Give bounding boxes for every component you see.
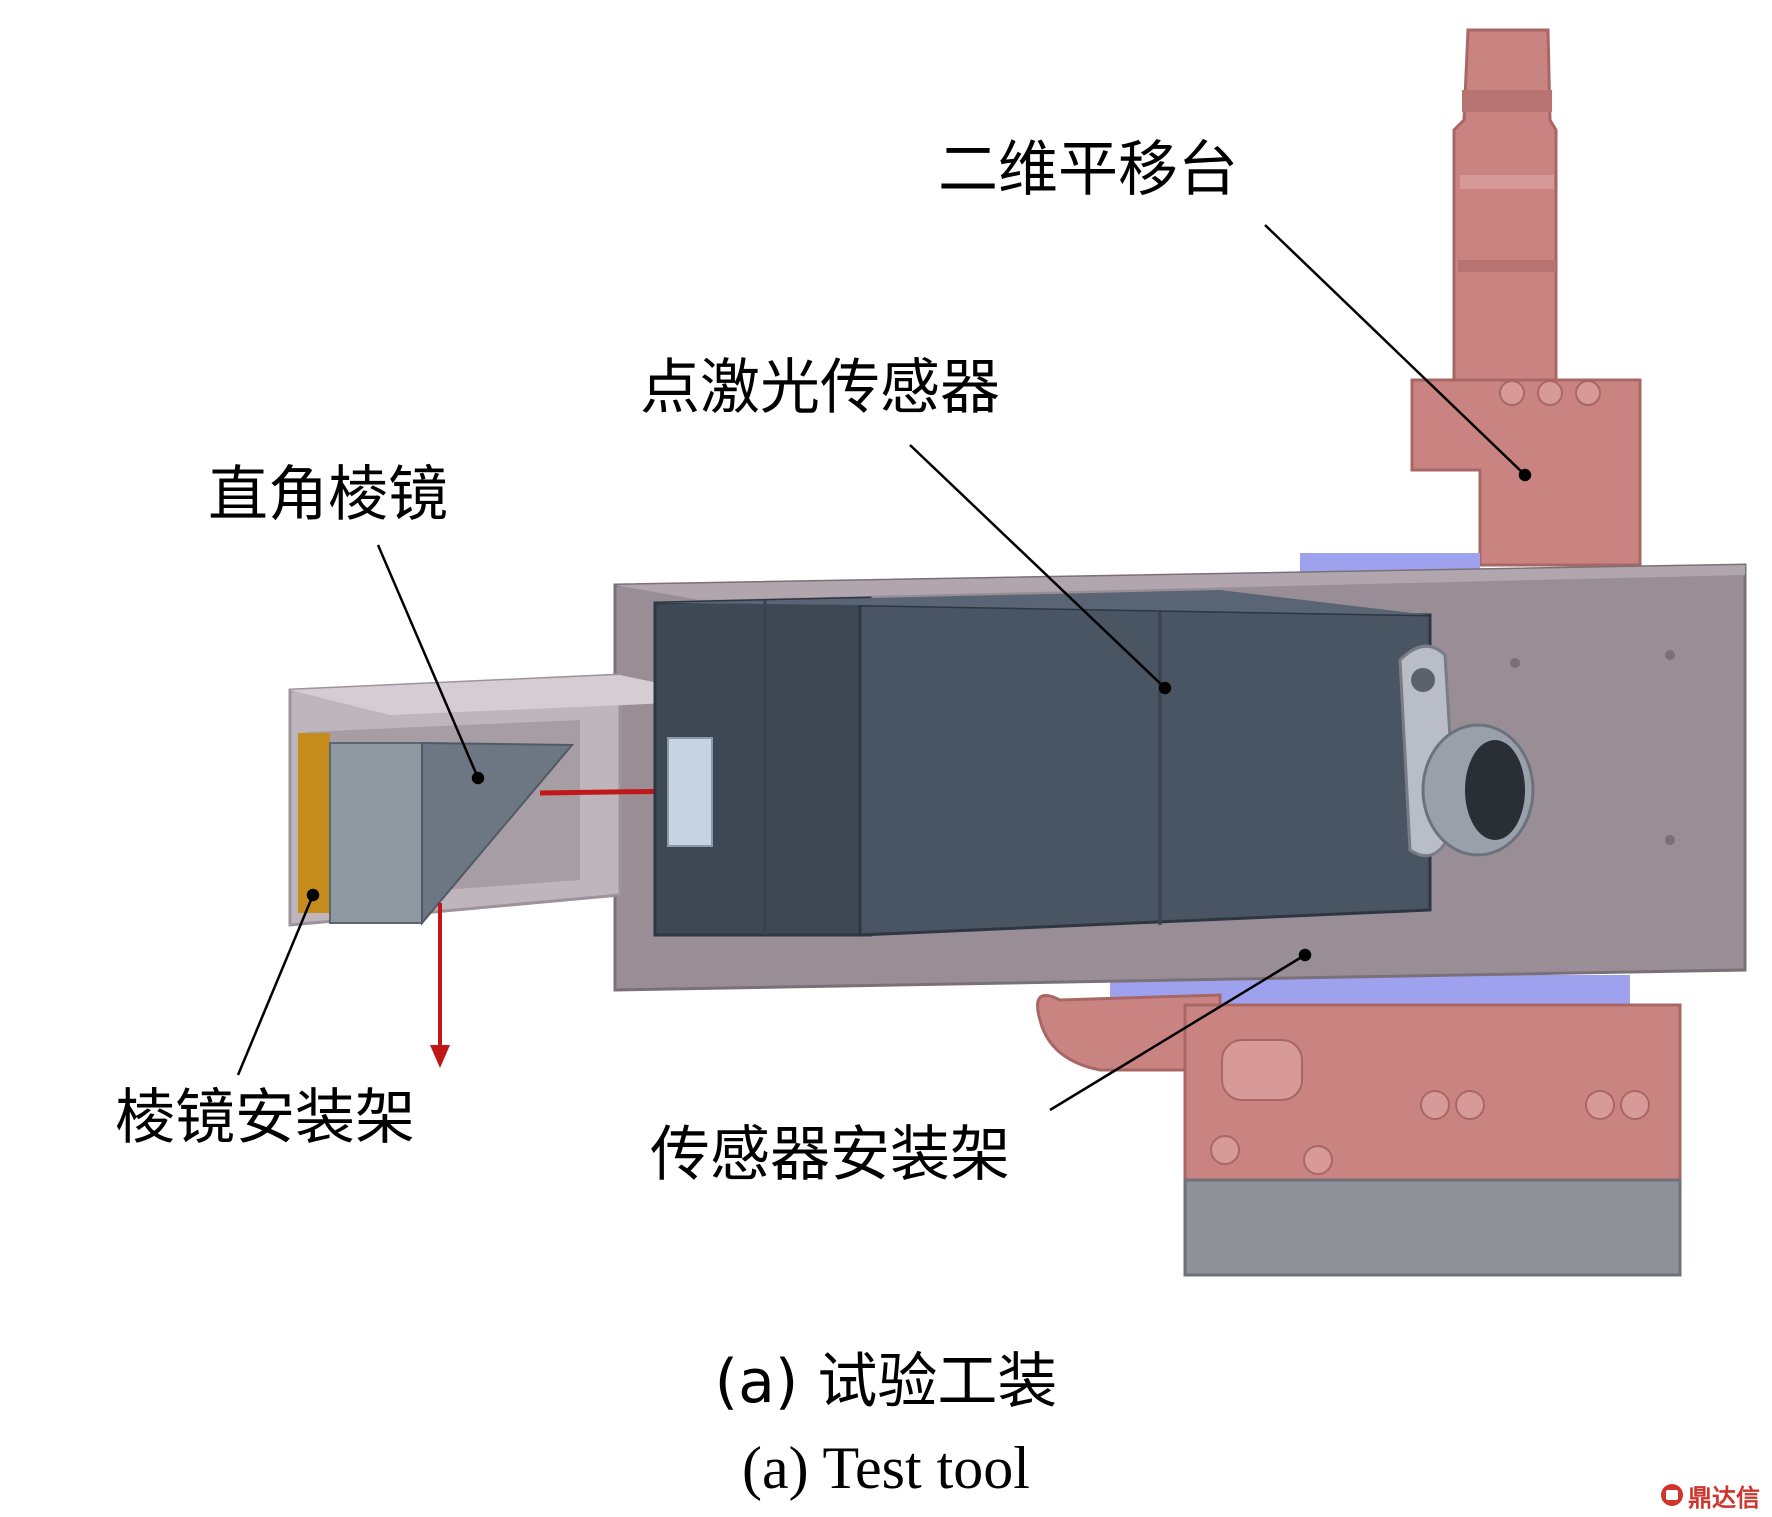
bottom-screw bbox=[1303, 1145, 1333, 1175]
bottom-knob bbox=[1036, 993, 1222, 1072]
micrometer-ring bbox=[1458, 260, 1556, 272]
caption-zh: (a) 试验工装 bbox=[714, 1347, 1058, 1417]
bottom-stage-knob bbox=[1221, 1039, 1303, 1101]
leader-line-sensor-mount bbox=[1049, 953, 1306, 1112]
sensor-window bbox=[667, 737, 713, 847]
sensor-main-body bbox=[858, 603, 1432, 937]
label-right-angle-prism: 直角棱镜 bbox=[208, 460, 448, 530]
leader-line-stage bbox=[1264, 224, 1526, 476]
bottom-screw bbox=[1455, 1090, 1485, 1120]
prism-face-front bbox=[329, 742, 423, 924]
prism-mount-top bbox=[290, 675, 740, 715]
watermark-logo-icon bbox=[1661, 1484, 1683, 1506]
leader-dot-prism bbox=[471, 771, 485, 785]
mount-hole bbox=[1665, 835, 1675, 845]
mount-hole bbox=[1665, 650, 1675, 660]
laser-sensor bbox=[653, 590, 1535, 937]
leader-dot-sensor bbox=[1158, 681, 1172, 695]
stage-screw bbox=[1537, 380, 1563, 406]
leader-dot-prism-mount bbox=[306, 888, 320, 902]
sensor-connector-face bbox=[1465, 740, 1525, 840]
bottom-screw bbox=[1585, 1090, 1615, 1120]
laser-arrow-head bbox=[430, 1045, 450, 1068]
label-laser-sensor: 点激光传感器 bbox=[640, 353, 1000, 423]
sensor-mount-top-face bbox=[615, 565, 1745, 600]
micrometer-ring bbox=[1462, 90, 1552, 112]
sensor-top-face bbox=[655, 590, 1430, 615]
leader-dot-sensor-mount bbox=[1298, 948, 1312, 962]
bottom-screw bbox=[1420, 1090, 1450, 1120]
right-angle-prism bbox=[298, 733, 575, 926]
label-prism-mount: 棱镜安装架 bbox=[115, 1083, 415, 1153]
prism-face-hypotenuse bbox=[421, 741, 575, 926]
label-sensor-mount: 传感器安装架 bbox=[650, 1120, 1010, 1190]
bracket-hole bbox=[1411, 668, 1435, 692]
bottom-screw bbox=[1210, 1135, 1240, 1165]
leader-dot-stage bbox=[1518, 468, 1532, 482]
leader-line-prism-mount bbox=[236, 894, 315, 1076]
bottom-stage bbox=[1036, 993, 1682, 1277]
leader-lines bbox=[236, 224, 1532, 1112]
micrometer-post bbox=[1452, 28, 1558, 402]
mount-hole bbox=[1510, 658, 1520, 668]
micrometer-ring bbox=[1460, 175, 1554, 189]
caption-en: (a) Test tool bbox=[742, 1435, 1030, 1501]
amber-plate bbox=[298, 733, 330, 913]
stage-screw bbox=[1499, 380, 1525, 406]
leader-line-prism bbox=[376, 544, 480, 779]
translation-stage bbox=[1410, 28, 1642, 567]
base-plate bbox=[1183, 1178, 1682, 1277]
bottom-screw bbox=[1620, 1090, 1650, 1120]
stage-screw bbox=[1575, 380, 1601, 406]
label-translation-stage: 二维平移台 bbox=[938, 135, 1238, 205]
leader-line-sensor bbox=[909, 444, 1166, 689]
watermark-text: 鼎达信 bbox=[1688, 1483, 1760, 1512]
watermark: 鼎达信 bbox=[1660, 1481, 1760, 1512]
